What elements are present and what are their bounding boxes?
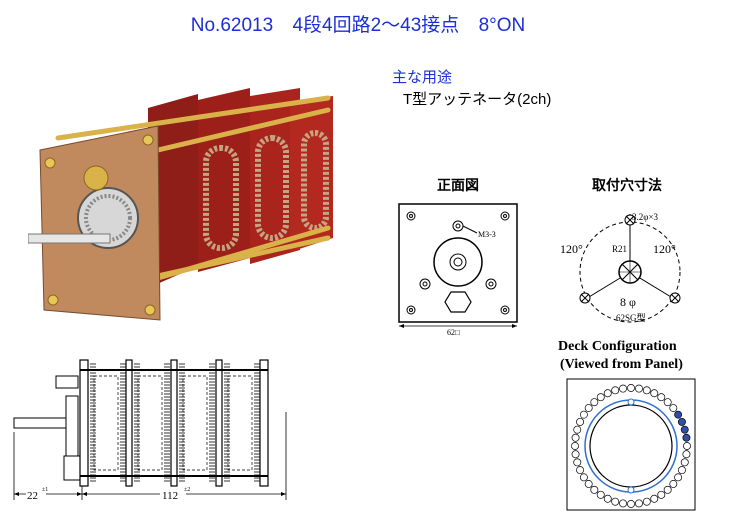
shaft	[28, 233, 111, 244]
body-length: 112	[162, 490, 178, 502]
model-angle: 8°ON	[478, 15, 526, 36]
page-title: No.62013 4段4回路2～43接点 8°ON	[0, 10, 730, 37]
mounting-drawing: 3.2φ×3 120° 120° R21 8 φ 62SG型	[560, 212, 681, 323]
rotor-circle	[433, 237, 483, 287]
usage-value: T型アッテネータ(2ch)	[403, 91, 552, 108]
hex-nut	[444, 291, 472, 313]
side-wafers	[90, 363, 260, 482]
side-view-drawing: 22 ±1 112 ±2	[13, 359, 287, 502]
hole-note: 3.2φ×3	[632, 212, 659, 222]
front-width-dim: 62□	[447, 328, 460, 337]
model-number: No.62013	[190, 15, 274, 36]
center-hole-label: 8 φ	[620, 295, 636, 309]
center-hole	[618, 260, 642, 284]
side-plates	[79, 359, 269, 487]
model-spec: 4段4回路2～43接点	[292, 15, 460, 36]
front-view-label: 正面図	[437, 177, 479, 193]
shaft-length: 22	[27, 490, 38, 502]
switch-type: 62SG型	[616, 313, 646, 323]
angle-right: 120°	[653, 242, 676, 256]
bolt-circle	[579, 221, 681, 323]
front-view-drawing: M3-3 62□	[398, 203, 518, 337]
screw-note: M3-3	[478, 230, 496, 239]
front-plate-outline	[398, 203, 518, 323]
shaft-tolerance: ±1	[42, 487, 48, 493]
radius-label: R21	[612, 244, 627, 254]
angle-left: 120°	[560, 242, 583, 256]
deck-plates	[148, 88, 333, 288]
body-tolerance: ±2	[184, 487, 190, 493]
mount-holes	[579, 214, 681, 304]
deck-config-title: Deck Configuration	[558, 339, 677, 354]
deck-contacts	[571, 384, 691, 508]
deck-diagram	[566, 378, 696, 511]
brass-rods	[55, 95, 331, 299]
product-photo	[28, 88, 333, 321]
deck-config-subtitle: (Viewed from Panel)	[560, 357, 683, 372]
usage-heading: 主な用途	[392, 69, 453, 86]
mounting-label: 取付穴寸法	[592, 177, 662, 193]
